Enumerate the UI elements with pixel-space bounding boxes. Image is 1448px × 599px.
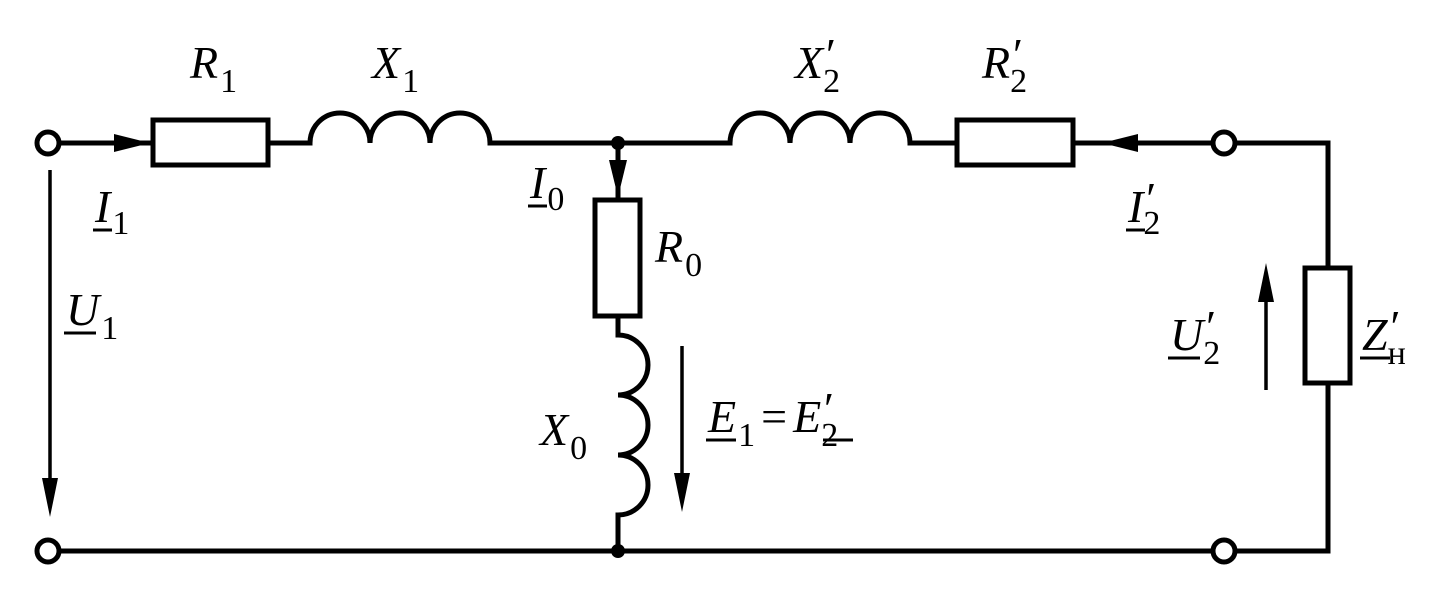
svg-text:I′2: I′2 bbox=[1127, 173, 1160, 242]
label-x2-prime: X′2 bbox=[793, 29, 840, 100]
resistor-r1 bbox=[150, 117, 271, 168]
arrow-u2-prime-icon bbox=[1258, 263, 1274, 390]
label-r0: R0 bbox=[654, 221, 702, 284]
svg-text:I1: I1 bbox=[94, 181, 129, 242]
wire-load-top bbox=[1235, 140, 1331, 271]
label-i1: I1 bbox=[93, 181, 129, 242]
label-zn-prime: Z′н bbox=[1360, 301, 1406, 372]
label-i2-prime: I′2 bbox=[1126, 173, 1160, 242]
node-bottom bbox=[611, 544, 625, 558]
svg-text:U′2: U′2 bbox=[1170, 301, 1220, 372]
label-u2-prime: U′2 bbox=[1168, 301, 1220, 372]
arrow-i0-icon bbox=[609, 160, 627, 197]
terminal-output-top bbox=[1210, 129, 1238, 157]
arrow-e1-icon bbox=[674, 346, 690, 512]
terminal-output-bottom bbox=[1210, 537, 1238, 565]
terminal-input-top bbox=[34, 129, 62, 157]
inductor-x1 bbox=[307, 110, 493, 146]
label-e1-equals-e2-prime: E1=E′2 bbox=[706, 383, 853, 454]
resistor-r2-prime bbox=[954, 117, 1076, 168]
label-x0: X0 bbox=[538, 404, 587, 467]
wires bbox=[57, 140, 1331, 554]
label-u1: U1 bbox=[64, 284, 118, 347]
wire-load-bottom bbox=[1235, 380, 1331, 554]
svg-text:Z′н: Z′н bbox=[1362, 301, 1406, 372]
arrow-i2-prime-icon bbox=[1102, 134, 1138, 152]
svg-text:E1=E′2: E1=E′2 bbox=[707, 383, 838, 454]
label-r1: R1 bbox=[189, 37, 237, 100]
inductor-x0 bbox=[615, 332, 651, 518]
node-top bbox=[611, 136, 625, 150]
load-impedance-zn bbox=[1302, 265, 1353, 386]
arrow-i1-icon bbox=[114, 134, 150, 152]
arrow-u1-icon bbox=[42, 170, 58, 517]
label-i0: I0 bbox=[528, 157, 564, 218]
svg-text:I0: I0 bbox=[529, 157, 564, 218]
terminal-input-bottom bbox=[34, 537, 62, 565]
svg-text:U1: U1 bbox=[66, 284, 118, 347]
resistor-r0 bbox=[592, 197, 643, 319]
label-x1: X1 bbox=[370, 37, 419, 100]
inductor-x2-prime bbox=[727, 110, 913, 146]
label-r2-prime: R′2 bbox=[981, 29, 1027, 100]
